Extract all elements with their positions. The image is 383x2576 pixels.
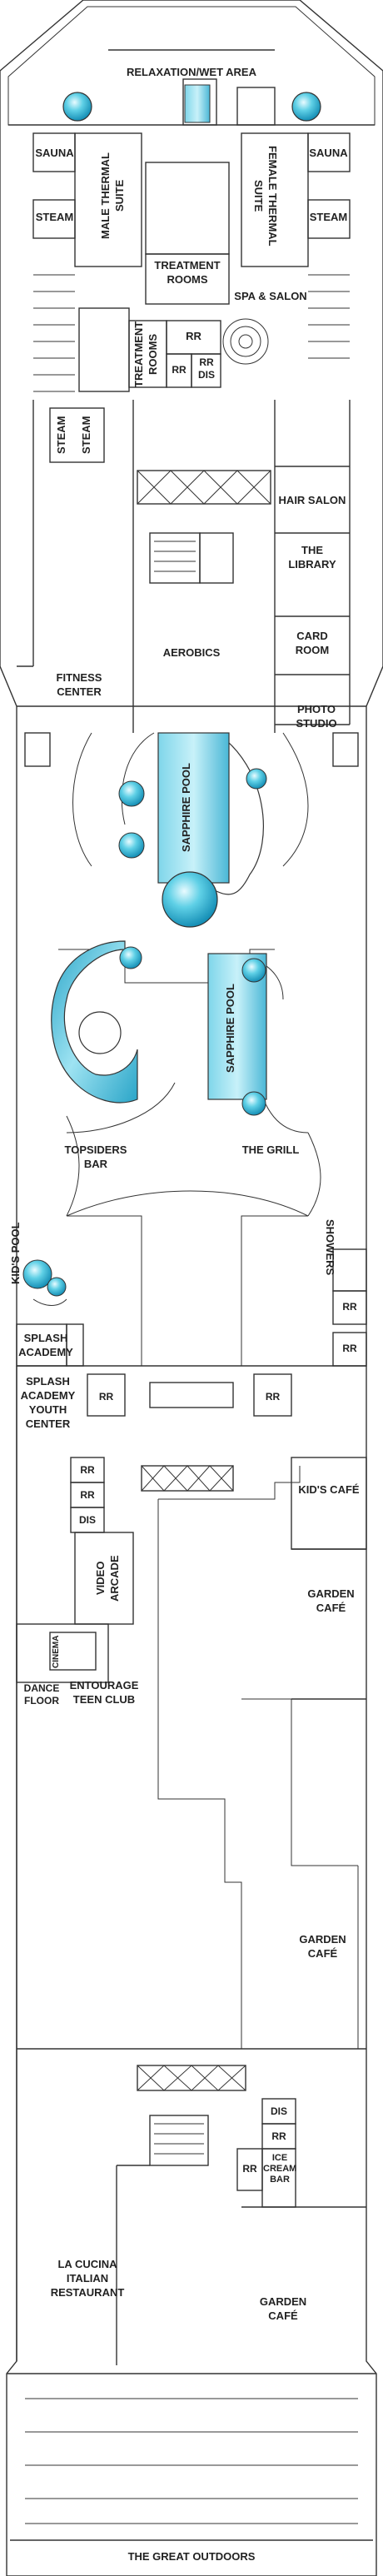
label-dis-2: DIS <box>270 2105 287 2117</box>
label-steam-right: STEAM <box>309 211 348 223</box>
label-dance-floor: DANCE FLOOR <box>23 1682 60 1707</box>
label-rr-1: RR <box>186 330 201 342</box>
label-rr-showers-1: RR <box>342 1301 357 1313</box>
label-male-thermal: MALE THERMAL SUITE <box>99 152 126 239</box>
label-aerobics: AEROBICS <box>162 646 221 659</box>
lower-sapphire-pool-group <box>51 940 267 1116</box>
label-rr-3: RR <box>98 1391 114 1403</box>
label-card-room: CARD ROOM <box>295 630 330 656</box>
label-fitness-center: FITNESS CENTER <box>56 671 102 698</box>
label-dis-1: DIS <box>78 1514 96 1526</box>
label-great-outdoors: THE GREAT OUTDOORS <box>127 2550 256 2563</box>
spa-pool-left <box>62 92 92 122</box>
hot-tub-2 <box>118 832 145 859</box>
label-hair-salon: HAIR SALON <box>278 494 346 506</box>
label-rr-4: RR <box>265 1391 281 1403</box>
label-relaxation: RELAXATION/WET AREA <box>127 66 256 78</box>
label-entourage: ENTOURAGE TEEN CLUB <box>69 1679 139 1706</box>
label-sapphire-pool-upper: SAPPHIRE POOL <box>180 763 192 853</box>
label-rr-7: RR <box>271 2130 286 2142</box>
label-rr-dis: RR DIS <box>197 356 215 381</box>
label-female-thermal: FEMALE THERMAL SUITE <box>252 145 279 247</box>
label-sauna-right: SAUNA <box>309 147 348 159</box>
label-library: THE LIBRARY <box>288 544 336 571</box>
label-showers: SHOWERS <box>324 1218 336 1276</box>
label-rr-2: RR <box>172 364 187 376</box>
label-photo-studio: PHOTO STUDIO <box>296 703 337 730</box>
label-rr-5: RR <box>80 1464 95 1476</box>
spa-pool-right <box>291 92 321 122</box>
label-treatment-rooms-2: TREATMENT ROOMS <box>132 321 159 387</box>
label-rr-showers-2: RR <box>342 1343 357 1354</box>
label-rr-6: RR <box>80 1489 95 1501</box>
label-sapphire-pool-lower: SAPPHIRE POOL <box>224 984 236 1074</box>
hot-tub-6 <box>119 946 142 969</box>
label-topsiders: TOPSIDERS BAR <box>64 1144 127 1170</box>
label-kids-cafe: KID'S CAFÉ <box>298 1483 360 1496</box>
hot-tub-3 <box>246 768 267 790</box>
label-ice-cream-bar: ICE CREAM BAR <box>263 2153 297 2185</box>
spa-feature <box>222 318 269 365</box>
label-steam-small-2: STEAM <box>80 416 92 455</box>
label-video-arcade: VIDEO ARCADE <box>94 1555 121 1602</box>
water-slide <box>51 940 138 1104</box>
label-spa-salon: SPA & SALON <box>234 290 307 302</box>
hot-tub-4 <box>241 958 266 983</box>
label-garden-cafe-2: GARDEN CAFÉ <box>299 1933 346 1960</box>
kids-pool-group <box>22 1259 67 1306</box>
label-la-cucina: LA CUCINA ITALIAN RESTAURANT <box>50 2258 125 2299</box>
label-garden-cafe-1: GARDEN CAFÉ <box>307 1587 355 1614</box>
sapphire-pool-upper <box>157 732 230 884</box>
spa-plunge-pool <box>184 84 211 123</box>
label-sauna-left: SAUNA <box>35 147 74 159</box>
label-kids-pool: KID'S POOL <box>9 1222 22 1285</box>
label-splash-academy: SPLASH ACADEMY <box>18 1332 73 1358</box>
label-garden-cafe-3: GARDEN CAFÉ <box>259 2295 307 2322</box>
label-steam-left: STEAM <box>35 211 74 223</box>
label-rr-8: RR <box>242 2163 257 2175</box>
wading-pool-upper <box>162 871 218 928</box>
hot-tub-5 <box>241 1091 266 1116</box>
upper-sapphire-pool-group <box>118 732 267 928</box>
label-cinema: CINEMA <box>52 1635 61 1668</box>
label-steam-small-1: STEAM <box>55 416 67 455</box>
label-splash-youth: SPLASH ACADEMY YOUTH CENTER <box>20 1375 76 1430</box>
label-treatment-rooms: TREATMENT ROOMS <box>154 259 221 286</box>
label-grill: THE GRILL <box>241 1144 300 1156</box>
hot-tub-1 <box>118 780 145 807</box>
